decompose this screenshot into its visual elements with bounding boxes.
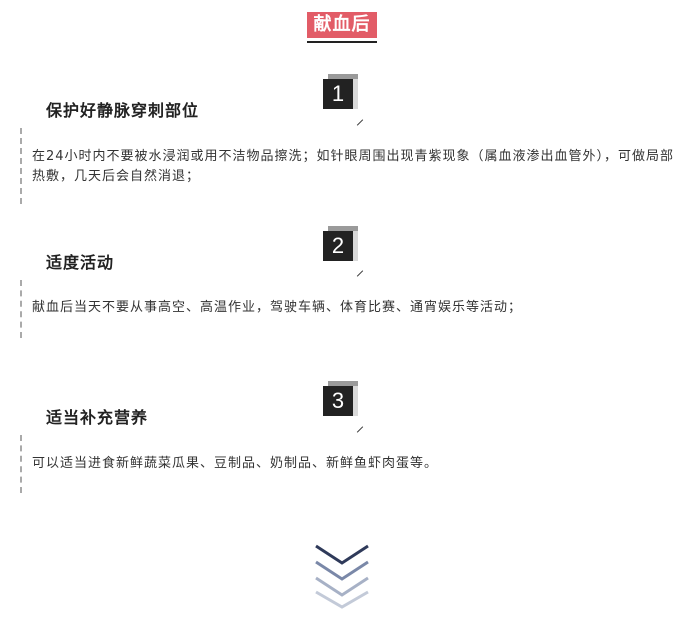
cube-corner	[353, 79, 358, 109]
step-number-badge: 3	[323, 381, 359, 417]
section-body: 在24小时内不要被水浸润或用不洁物品擦洗；如针眼周围出现青紫现象（属血液渗出血管…	[32, 149, 675, 184]
tick-mark	[356, 119, 364, 126]
step-number-badge: 1	[323, 74, 359, 110]
cube-corner	[353, 386, 358, 416]
section-body: 可以适当进食新鲜蔬菜瓜果、豆制品、奶制品、新鲜鱼虾肉蛋等。	[32, 456, 439, 471]
page-title-badge: 献血后	[307, 12, 377, 38]
section-body: 献血后当天不要从事高空、高温作业，驾驶车辆、体育比赛、通宵娱乐等活动；	[32, 300, 523, 315]
section-title: 适度活动	[46, 253, 115, 272]
section-title: 保护好静脉穿刺部位	[46, 101, 200, 120]
dashed-rule	[20, 435, 22, 493]
step-number: 1	[323, 79, 353, 109]
step-number: 2	[323, 231, 353, 261]
chevron-line-4	[315, 590, 369, 609]
section-title: 适当补充营养	[46, 408, 149, 427]
chevron-line-3	[315, 576, 369, 597]
step-number: 3	[323, 386, 353, 416]
chevron-line-2	[315, 560, 369, 581]
chevron-down-icon[interactable]	[313, 543, 371, 609]
tick-mark	[356, 426, 364, 433]
tick-mark	[356, 270, 364, 277]
title-underline	[307, 41, 377, 43]
dashed-rule	[20, 128, 22, 204]
step-number-badge: 2	[323, 226, 359, 262]
dashed-rule	[20, 280, 22, 338]
chevron-line-1	[315, 544, 369, 565]
cube-corner	[353, 231, 358, 261]
